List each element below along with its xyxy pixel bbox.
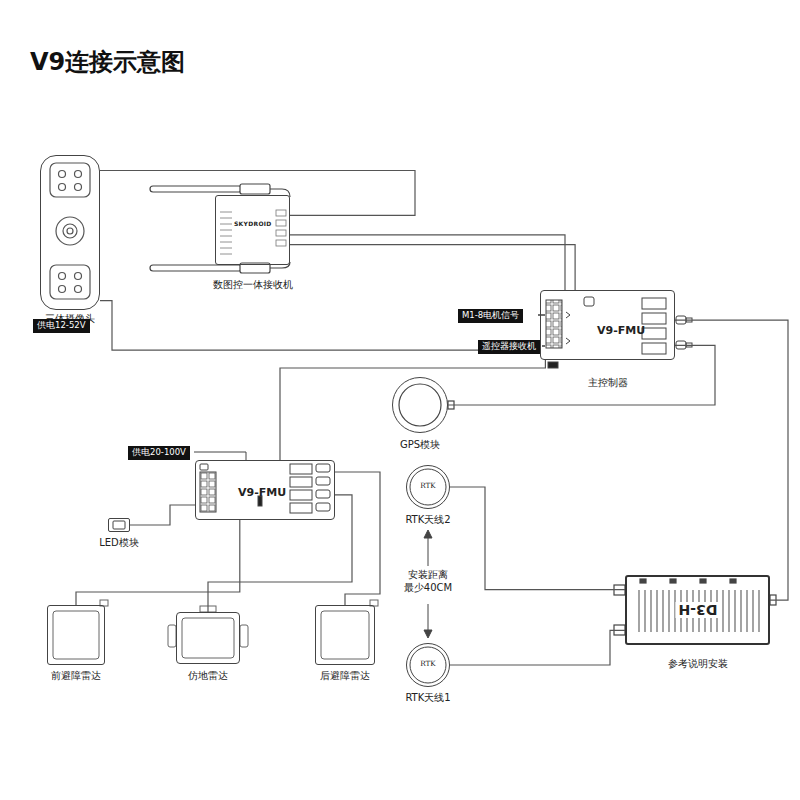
- wire: [675, 320, 788, 600]
- node-caption: 后避障雷达: [320, 669, 370, 683]
- callout-label: M1-8电机信号: [458, 309, 523, 323]
- fmu2-ports: [194, 452, 330, 513]
- callout-label: 供电20-100V: [128, 446, 190, 460]
- camera-box: 三体摄像头: [40, 155, 100, 310]
- radar-box: 后避障雷达: [315, 605, 375, 665]
- wire: [290, 235, 565, 290]
- radar-box: 仿地雷达: [176, 612, 240, 664]
- wire: [290, 245, 575, 290]
- node-caption: 主控制器: [588, 376, 628, 390]
- node-caption: RTK天线2: [405, 513, 450, 527]
- fmu-ports: [546, 297, 692, 368]
- antenna-circle: RTKRTK天线1: [406, 643, 450, 687]
- camera-drawing: [50, 163, 90, 299]
- node-label: V9-FMU: [238, 486, 286, 499]
- gps-circle: GPS模块: [392, 377, 448, 433]
- led-box: LED模块: [108, 518, 130, 532]
- wire: [335, 472, 380, 605]
- node-label: RTK: [407, 481, 449, 490]
- callout-label: 安装距离 最少40CM: [393, 568, 463, 594]
- diagram-title: V9连接示意图: [30, 46, 185, 78]
- rtk-box: D3-H参考说明安装: [625, 575, 770, 645]
- wire: [76, 520, 240, 605]
- node-label: RTK: [407, 659, 449, 668]
- antenna-circle: RTKRTK天线2: [406, 465, 450, 509]
- controller-box: V9-FMU主控制器: [540, 290, 675, 360]
- led-drawing: [113, 521, 125, 529]
- callout-label: 遥控器接收机: [478, 340, 540, 354]
- node-caption: GPS模块: [400, 438, 440, 452]
- d3h-drawing: [614, 579, 776, 635]
- controller-box: V9-FMU: [195, 460, 335, 520]
- receiver-box: SKYDROID数图控一体接收机: [215, 195, 290, 265]
- radar-drawing: [53, 600, 378, 659]
- node-caption: 仿地雷达: [188, 669, 228, 683]
- wire: [208, 495, 352, 612]
- wire: [450, 487, 625, 590]
- wire: [280, 360, 545, 460]
- node-label: D3-H: [675, 602, 720, 618]
- callout-label: 供电12-52V: [33, 319, 90, 333]
- wire: [100, 171, 415, 216]
- gps-drawing: [399, 384, 454, 426]
- wire: [450, 630, 625, 665]
- wire: [100, 301, 540, 351]
- wire: [130, 505, 195, 525]
- node-caption: 参考说明安装: [668, 657, 728, 671]
- node-label: V9-FMU: [597, 324, 645, 337]
- receiver-antennas: [150, 184, 290, 273]
- radar-box: 前避障雷达: [47, 605, 105, 665]
- node-caption: RTK天线1: [405, 691, 450, 705]
- node-label: SKYDROID: [234, 220, 272, 227]
- node-caption: 数图控一体接收机: [213, 278, 293, 292]
- node-caption: LED模块: [99, 536, 139, 550]
- node-caption: 前避障雷达: [51, 669, 101, 683]
